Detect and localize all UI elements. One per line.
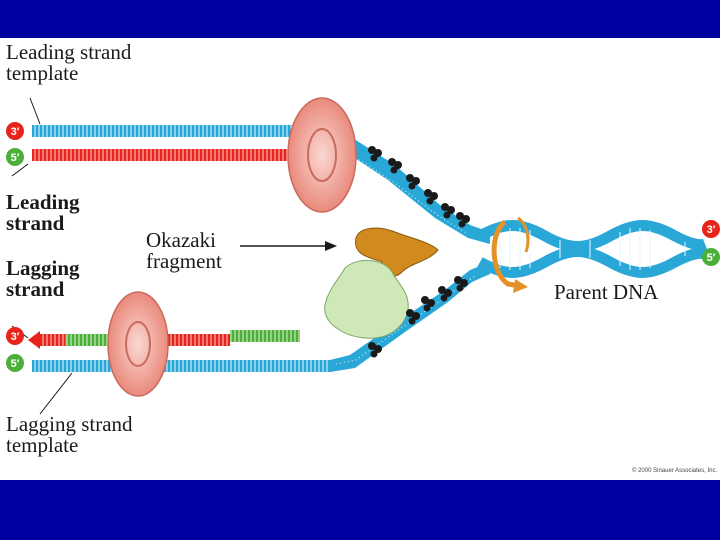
lagging-template-label-line1: Lagging strand xyxy=(6,412,133,436)
ssb-proteins xyxy=(368,146,470,358)
leading-polymerase xyxy=(287,97,357,213)
bottom-band xyxy=(0,480,720,540)
svg-text:5′: 5′ xyxy=(11,152,20,164)
badge-5prime-right: 5′ xyxy=(702,248,720,266)
leading-template-label: Leading strand template xyxy=(6,40,132,86)
leading-strand-label: Leading strand xyxy=(6,190,80,236)
lagging-strand xyxy=(28,330,300,349)
top-band xyxy=(0,0,720,38)
lagging-strand-label-line2: strand xyxy=(6,277,65,302)
badge-3prime-top-left: 3′ xyxy=(6,122,24,140)
badge-3prime-bottom-left: 3′ xyxy=(6,327,24,345)
svg-text:3′: 3′ xyxy=(707,224,716,236)
lagging-strand-label-line1: Lagging xyxy=(6,256,80,280)
svg-text:3′: 3′ xyxy=(11,126,20,138)
svg-text:5′: 5′ xyxy=(11,358,20,370)
leading-strand-label-line2: strand xyxy=(6,211,65,236)
lagging-strand-enzyme xyxy=(324,259,409,339)
copyright-note: © 2000 Sinauer Associates, Inc. xyxy=(632,468,718,474)
helicase-arrow xyxy=(491,216,530,293)
lagging-template-strand xyxy=(32,262,490,372)
parent-dna-label: Parent DNA xyxy=(554,280,659,304)
leading-strand-label-line1: Leading xyxy=(6,190,80,214)
primase-enzyme xyxy=(355,227,439,277)
svg-text:5′: 5′ xyxy=(707,252,716,264)
lagging-template-label-line2: template xyxy=(6,433,79,458)
parent-dna-helix xyxy=(477,220,708,278)
okazaki-label-line2: fragment xyxy=(146,249,222,274)
lagging-template-label: Lagging strand template xyxy=(6,412,133,458)
badge-3prime-right: 3′ xyxy=(702,220,720,238)
okazaki-label-line1: Okazaki xyxy=(146,228,216,252)
okazaki-arrow xyxy=(240,241,337,251)
badge-5prime-bottom-left: 5′ xyxy=(6,354,24,372)
svg-text:3′: 3′ xyxy=(11,331,20,343)
badge-5prime-top-left: 5′ xyxy=(6,148,24,166)
lagging-polymerase xyxy=(107,291,169,397)
leading-template-strand xyxy=(32,125,490,244)
okazaki-fragment-label: Okazaki fragment xyxy=(146,228,222,274)
leading-template-label-line1: Leading strand xyxy=(6,40,132,64)
leading-template-label-line2: template xyxy=(6,61,79,86)
lagging-strand-label: Lagging strand xyxy=(6,256,80,302)
